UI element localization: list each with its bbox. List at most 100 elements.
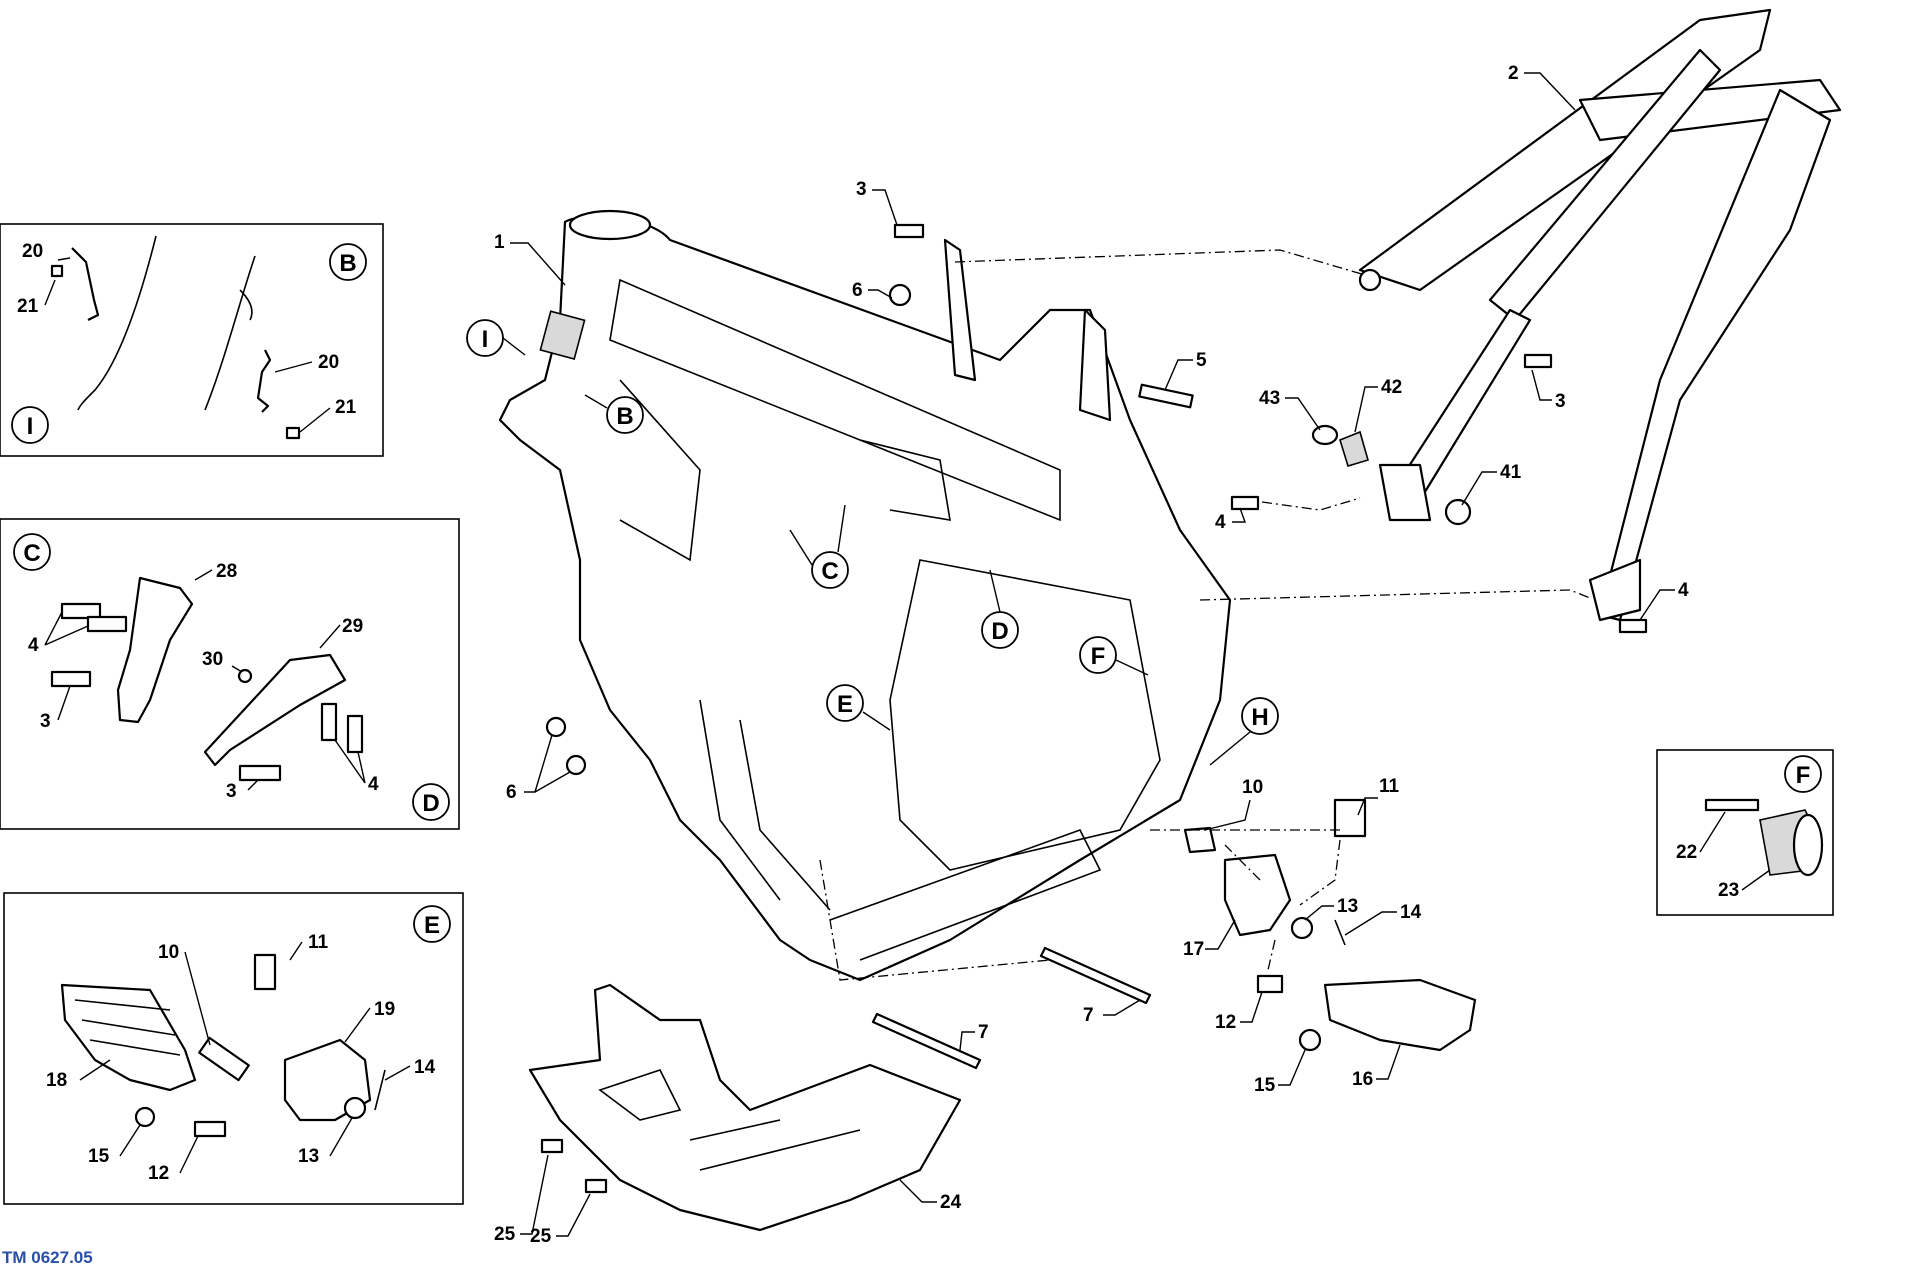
hardware xyxy=(540,223,1648,1194)
callout-d-text: D xyxy=(422,790,439,817)
bolt-icon xyxy=(285,426,301,440)
bracket-icon xyxy=(1223,853,1292,937)
label-21: 21 xyxy=(17,296,39,317)
bolt-icon xyxy=(1138,383,1194,409)
label-4: 4 xyxy=(1678,580,1689,601)
label-7: 7 xyxy=(1083,1005,1094,1026)
callouts: I B C D E F H xyxy=(466,319,1279,766)
subframe-icon xyxy=(1358,8,1842,622)
label-15: 15 xyxy=(88,1146,110,1167)
label-42: 42 xyxy=(1381,377,1402,398)
top-tube xyxy=(609,278,1061,522)
inset-b: B I 20 21 20 21 xyxy=(0,223,384,457)
nut-icon xyxy=(565,754,587,776)
label-12: 12 xyxy=(1215,1012,1236,1033)
bushing-icon xyxy=(1792,813,1824,877)
washer-icon xyxy=(343,1096,367,1120)
label-6: 6 xyxy=(852,280,863,301)
label-10: 10 xyxy=(1242,777,1263,798)
label-15: 15 xyxy=(1254,1075,1276,1096)
label-2: 2 xyxy=(1508,63,1519,84)
steering-head xyxy=(568,209,652,241)
bolt-icon xyxy=(50,264,64,278)
label-7: 7 xyxy=(978,1022,989,1043)
bolt-icon xyxy=(1039,946,1152,1005)
washer-icon xyxy=(1311,424,1339,446)
label-3: 3 xyxy=(226,781,237,802)
bracket-icon xyxy=(203,653,347,767)
label-21: 21 xyxy=(335,397,357,418)
pin-icon xyxy=(198,1036,250,1082)
label-12: 12 xyxy=(148,1163,169,1184)
bolt-icon xyxy=(871,1012,982,1070)
label-13: 13 xyxy=(1337,896,1358,917)
bolt-icon xyxy=(238,764,282,782)
label-3: 3 xyxy=(1555,391,1566,412)
footpeg-assembly xyxy=(1183,798,1477,1052)
callout-f-text: F xyxy=(1796,762,1811,789)
footpeg-icon xyxy=(1323,978,1477,1052)
bolt-icon xyxy=(50,670,92,688)
bolt-icon xyxy=(1230,495,1260,511)
label-25: 25 xyxy=(494,1224,516,1245)
bolt-icon xyxy=(320,702,338,742)
label-20: 20 xyxy=(318,352,339,373)
callout-b-circle xyxy=(329,243,367,281)
bolt-icon xyxy=(60,602,102,620)
washer-icon xyxy=(1290,916,1314,940)
callout-i-main: I xyxy=(482,326,489,353)
bolt-icon xyxy=(86,615,128,633)
spring-icon xyxy=(1334,919,1346,946)
label-29: 29 xyxy=(342,616,363,637)
label-14: 14 xyxy=(414,1057,436,1078)
label-13: 13 xyxy=(298,1146,319,1167)
bolt-icon xyxy=(1704,798,1760,812)
label-4: 4 xyxy=(368,774,379,795)
bracket-icon xyxy=(116,576,194,724)
label-3: 3 xyxy=(856,179,867,200)
bolt-icon xyxy=(1256,974,1284,994)
label-24: 24 xyxy=(940,1192,962,1213)
callout-e-main: E xyxy=(837,691,853,718)
callout-i-text: I xyxy=(27,413,34,440)
bolt-icon xyxy=(1333,798,1367,838)
frame-icon xyxy=(498,209,1232,982)
label-22: 22 xyxy=(1676,842,1697,863)
inset-c-d: C D 28 29 30 4 3 3 4 xyxy=(0,518,460,830)
label-4: 4 xyxy=(1215,512,1226,533)
nut-icon xyxy=(545,716,567,738)
label-4: 4 xyxy=(28,635,39,656)
bolt-icon xyxy=(584,1178,608,1194)
engine-cradle xyxy=(889,559,1161,871)
callout-d-main: D xyxy=(991,618,1008,645)
callout-b-text: B xyxy=(339,250,356,277)
connection-lines xyxy=(819,249,1591,981)
bolt-icon xyxy=(893,223,925,239)
bolt-icon xyxy=(1618,618,1648,634)
bolt-icon xyxy=(253,953,277,991)
callout-c-main: C xyxy=(821,558,838,585)
skid-plate-icon xyxy=(528,983,962,1232)
footpeg-icon xyxy=(60,983,197,1092)
label-3: 3 xyxy=(40,711,51,732)
label-1: 1 xyxy=(494,232,505,253)
callout-e-text: E xyxy=(424,912,440,939)
callout-i-circle xyxy=(11,406,49,444)
label-25: 25 xyxy=(530,1226,552,1247)
nut-icon xyxy=(888,283,912,307)
label-5: 5 xyxy=(1196,350,1207,371)
label-19: 19 xyxy=(374,999,395,1020)
callout-f-main: F xyxy=(1091,643,1106,670)
label-18: 18 xyxy=(46,1070,67,1091)
label-11: 11 xyxy=(308,932,329,953)
label-41: 41 xyxy=(1500,462,1522,483)
spring-icon xyxy=(1298,1028,1322,1052)
nut-icon xyxy=(237,668,253,684)
label-30: 30 xyxy=(202,649,223,670)
bolt-icon xyxy=(540,1138,564,1154)
nut-icon xyxy=(1444,498,1472,526)
label-14: 14 xyxy=(1400,902,1422,923)
document-code: TM 0627.05 xyxy=(2,1248,93,1267)
part-numbers: 1 2 3 3 4 4 5 6 6 7 7 10 11 12 13 14 15 … xyxy=(494,63,1689,1247)
